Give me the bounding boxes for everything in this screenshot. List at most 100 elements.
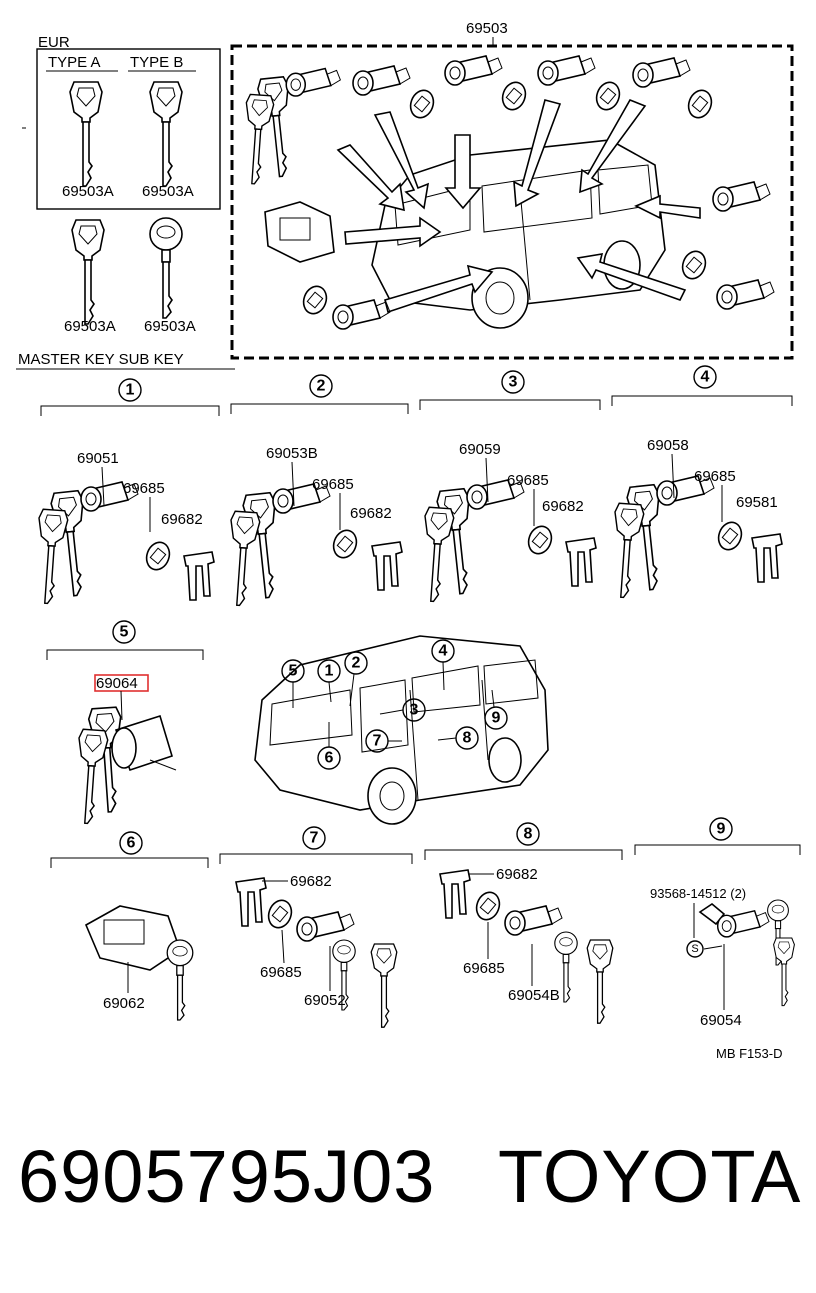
footer: 6905795J03 TOYOTA (0, 1140, 816, 1250)
section-2-lockset (225, 484, 330, 606)
screw-symbol: S (691, 943, 698, 955)
s8-part-washer: 69685 (463, 960, 505, 977)
key-caption: MASTER KEY SUB KEY (18, 351, 184, 368)
key-part-4: 69503A (144, 318, 196, 335)
group-back-lock (678, 247, 775, 310)
section-2-header: 2 (230, 374, 409, 414)
section-1-washer (142, 538, 174, 574)
svg-text:3: 3 (410, 702, 419, 719)
s2-part-washer: 69685 (312, 476, 354, 493)
section-7-washer (264, 896, 296, 932)
section-8-washer (472, 888, 504, 924)
section-4-lockset (609, 476, 714, 598)
key-type-a (69, 81, 103, 187)
section-1-header: 1 (40, 378, 220, 416)
svg-text:9: 9 (717, 821, 726, 838)
s4-part-washer: 69685 (694, 468, 736, 485)
s2-part-cylinder: 69053B (266, 445, 318, 462)
group-cylinder-right (712, 181, 771, 212)
group-arrows (336, 98, 701, 314)
section-7-lockset (296, 911, 398, 1028)
s1-part-washer: 69685 (123, 480, 165, 497)
s7-part-washer: 69685 (260, 964, 302, 981)
s4-part-cylinder: 69058 (647, 437, 689, 454)
s3-part-cylinder: 69059 (459, 441, 501, 458)
group-cylinder-1 (352, 65, 438, 122)
s3-part-washer: 69685 (507, 472, 549, 489)
footer-part-number: 6905795J03 (18, 1135, 436, 1218)
s9-part-screw: 93568-14512 (2) (650, 886, 746, 901)
svg-text:2: 2 (317, 378, 326, 395)
s1-part-cylinder: 69051 (77, 450, 119, 467)
s2-part-clip: 69682 (350, 505, 392, 522)
svg-text:3: 3 (509, 374, 518, 391)
s8-part-clip: 69682 (496, 866, 538, 883)
section-8-clip (439, 869, 471, 919)
group-cylinder-4 (632, 57, 716, 122)
group-front-lock (299, 282, 391, 330)
section-4-washer (714, 518, 746, 554)
section-5-lockset (72, 706, 177, 826)
footer-brand: TOYOTA (498, 1135, 802, 1218)
svg-text:1: 1 (126, 382, 135, 399)
master-key (71, 219, 105, 325)
parts-diagram: EUR TYPE A TYPE B 69503A 69503A 69503A 6… (16, 20, 801, 1061)
svg-text:8: 8 (463, 730, 472, 747)
section-3-header: 3 (419, 370, 601, 410)
s1-part-clip: 69682 (161, 511, 203, 528)
svg-text:5: 5 (120, 624, 129, 641)
region-label: EUR (38, 34, 70, 51)
s7-part-lock: 69052 (304, 992, 346, 1009)
section-3-washer (524, 522, 556, 558)
section-6-lock (84, 905, 194, 1021)
svg-text:7: 7 (310, 830, 319, 847)
s6-part-lock: 69062 (103, 995, 145, 1012)
section-7-header: 7 (219, 826, 413, 864)
section-2-washer (329, 526, 361, 562)
eur-key-box (36, 48, 221, 210)
section-9-header: 9 (634, 817, 801, 855)
s5-part-cylinder: 69064 (96, 675, 138, 692)
svg-text:5: 5 (289, 663, 298, 680)
svg-text:4: 4 (701, 369, 710, 386)
group-cylinder-2 (444, 55, 530, 114)
group-bracket (264, 201, 335, 263)
s4-part-clip: 69581 (736, 494, 778, 511)
van-callouts: 5 1 2 4 3 9 7 8 6 (281, 639, 508, 770)
svg-text:4: 4 (439, 643, 448, 660)
van-illustration-center (254, 635, 549, 825)
key-part-1: 69503A (62, 183, 114, 200)
type-a-label: TYPE A (48, 54, 101, 71)
svg-text:7: 7 (373, 733, 382, 750)
s3-part-clip: 69682 (542, 498, 584, 515)
section-6-header: 6 (50, 831, 209, 868)
sub-key (149, 217, 183, 319)
group-lockset-left (241, 69, 341, 185)
screw-symbol-circle (686, 940, 704, 958)
group-part-number: 69503 (466, 20, 508, 37)
reference-code: MB F153-D (716, 1046, 782, 1061)
svg-text:6: 6 (127, 835, 136, 852)
group-box (230, 44, 794, 360)
key-type-b (149, 81, 183, 187)
section-8-lockset (504, 905, 614, 1024)
section-8-header: 8 (424, 822, 623, 860)
section-7-clip (235, 877, 267, 927)
section-4-clip (751, 533, 783, 583)
s7-part-clip: 69682 (290, 873, 332, 890)
s8-part-lock: 69054B (508, 987, 560, 1004)
s9-part-lock: 69054 (700, 1012, 742, 1029)
section-2-clip (371, 541, 403, 591)
section-4-header: 4 (611, 365, 793, 406)
type-b-label: TYPE B (130, 54, 183, 71)
section-1-lockset (33, 482, 138, 604)
section-1-clip (183, 551, 215, 601)
key-part-2: 69503A (142, 183, 194, 200)
section-5-header: 5 (46, 620, 204, 660)
section-3-lockset (419, 480, 524, 602)
svg-text:6: 6 (325, 750, 334, 767)
svg-text:2: 2 (352, 655, 361, 672)
svg-text:1: 1 (325, 663, 334, 680)
section-9-lockset (698, 899, 795, 1007)
svg-text:8: 8 (524, 826, 533, 843)
